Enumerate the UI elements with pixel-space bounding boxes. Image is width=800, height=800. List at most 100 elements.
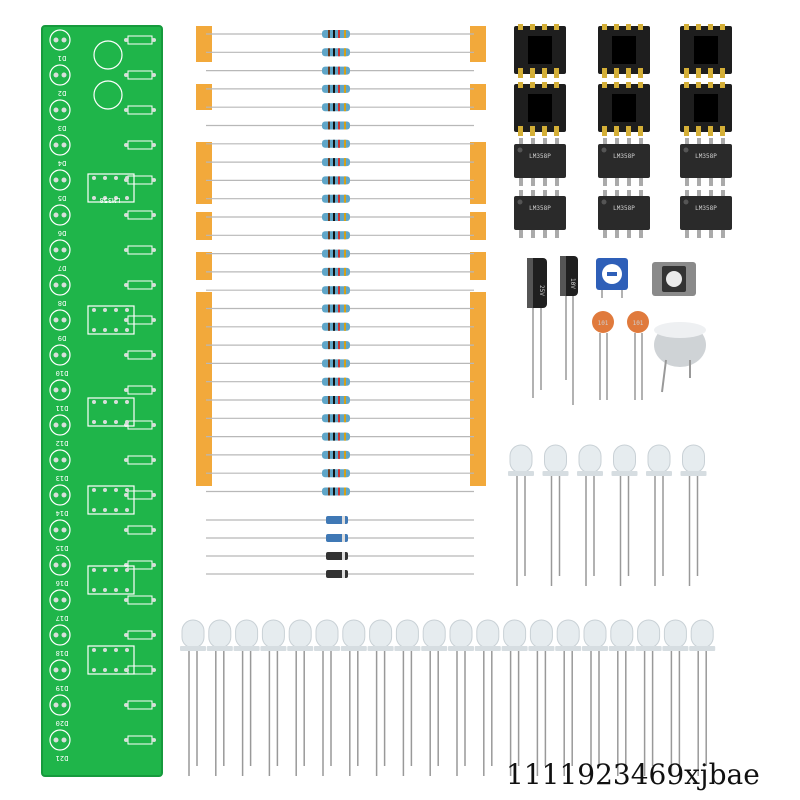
- cap2-label: 10V: [569, 278, 576, 289]
- resistor: [206, 103, 474, 112]
- cap1-label: 25V: [538, 285, 545, 296]
- led: [394, 619, 421, 776]
- led-footprint: [49, 64, 71, 86]
- led-footprint: [49, 414, 71, 436]
- pcb-cap-footprint: [93, 80, 123, 110]
- ceramic1-label: 101: [598, 320, 609, 327]
- resistor-footprint: [124, 280, 156, 290]
- ic-chip: LM358P: [514, 190, 566, 238]
- led-group-top: [508, 444, 707, 586]
- led-footprint: [49, 29, 71, 51]
- ic-chip-label: LM358P: [613, 205, 635, 212]
- ic-chips: LM358P LM358P LM358P LM358P LM358P LM358P: [514, 138, 732, 238]
- resistor: [206, 231, 474, 240]
- resistor: [206, 267, 474, 276]
- ic-socket: [680, 24, 732, 78]
- resistor: [206, 66, 474, 75]
- led-footprint: [49, 729, 71, 751]
- resistor: [206, 30, 474, 38]
- led-footprint: [49, 449, 71, 471]
- resistor: [206, 304, 474, 313]
- pcb-silk-label: D4: [58, 159, 66, 167]
- led: [577, 444, 603, 586]
- resistor-footprint: [124, 595, 156, 605]
- led: [206, 619, 233, 776]
- led-footprint: [49, 554, 71, 576]
- pcb-silk-label: D5: [58, 194, 66, 202]
- tactile-potentiometer: [652, 262, 696, 296]
- pcb-silk-label: D16: [56, 579, 69, 587]
- ic-socket: [514, 82, 566, 136]
- ic-chip: LM358P: [514, 138, 566, 186]
- tape-left: [196, 212, 212, 240]
- led: [555, 619, 582, 776]
- resistor: [206, 450, 474, 459]
- resistor-strip: [206, 30, 474, 496]
- pcb-silk-label: D20: [56, 719, 69, 727]
- ic-chip-label: LM358P: [695, 153, 717, 160]
- resistor-footprint: [124, 490, 156, 500]
- pcb-ic-footprint: [87, 565, 135, 595]
- pcb-ic-footprint: [87, 485, 135, 515]
- led-footprint: [49, 659, 71, 681]
- resistor: [206, 359, 474, 368]
- resistor-footprint: [124, 210, 156, 220]
- led-footprint: [49, 309, 71, 331]
- resistor-footprint: [124, 105, 156, 115]
- led-footprint: [49, 169, 71, 191]
- trimmer-potentiometer: [596, 258, 628, 298]
- resistor: [206, 469, 474, 478]
- pcb-silk-label: D17: [56, 614, 69, 622]
- resistor: [206, 194, 474, 203]
- resistor-footprint: [124, 35, 156, 45]
- led-footprint: [49, 344, 71, 366]
- pcb-silk-label: D11: [56, 404, 69, 412]
- resistor: [206, 249, 474, 258]
- led-footprint: [49, 379, 71, 401]
- tape-left: [196, 292, 212, 486]
- pcb-ic-footprint: [87, 645, 135, 675]
- led: [421, 619, 448, 776]
- led: [508, 444, 534, 586]
- led: [542, 444, 569, 586]
- ic-chip-label: LM358P: [613, 153, 635, 160]
- tape-right: [470, 142, 486, 204]
- led-footprint: [49, 519, 71, 541]
- resistor-footprint: [124, 630, 156, 640]
- pcb-silk-label: D2: [58, 89, 66, 97]
- resistor: [206, 487, 474, 496]
- led: [448, 619, 474, 776]
- pcb-silk-label: D18: [56, 649, 69, 657]
- led-footprint: [49, 694, 71, 716]
- pcb-silk-label: D6: [58, 229, 66, 237]
- resistor: [206, 286, 474, 295]
- led: [367, 619, 394, 776]
- pcb-ic-footprint: [87, 305, 135, 335]
- ic-socket: [598, 24, 650, 78]
- resistor: [206, 158, 474, 167]
- electrolytic-capacitor-1: 25V: [527, 258, 547, 398]
- led: [233, 619, 260, 776]
- led: [474, 619, 501, 776]
- tape-right: [470, 26, 486, 62]
- tape-left: [196, 84, 212, 110]
- electrolytic-capacitor-2: 10V: [560, 256, 578, 405]
- watermark-text: 1111923469xjbae: [506, 758, 760, 791]
- tape-right: [470, 252, 486, 280]
- pcb-board: D1D2D3D4D5D6D7D8D9D10D11D12D13D14D15D16D…: [41, 25, 163, 777]
- ic-chip-label: LM358P: [529, 205, 551, 212]
- pcb-ic-label: LM358: [99, 196, 120, 204]
- led: [314, 619, 340, 776]
- tape-right: [470, 212, 486, 240]
- led: [287, 619, 314, 776]
- ic-chip-label: LM358P: [529, 153, 551, 160]
- resistor: [206, 396, 474, 404]
- resistor-footprint: [124, 735, 156, 745]
- diode-strip: [206, 516, 474, 578]
- tape-right: [470, 292, 486, 486]
- ic-chip: LM358P: [680, 190, 732, 238]
- resistor: [206, 121, 474, 130]
- resistor-tapes: [196, 26, 486, 486]
- pcb-silk-label: D12: [56, 439, 69, 447]
- resistor: [206, 432, 474, 441]
